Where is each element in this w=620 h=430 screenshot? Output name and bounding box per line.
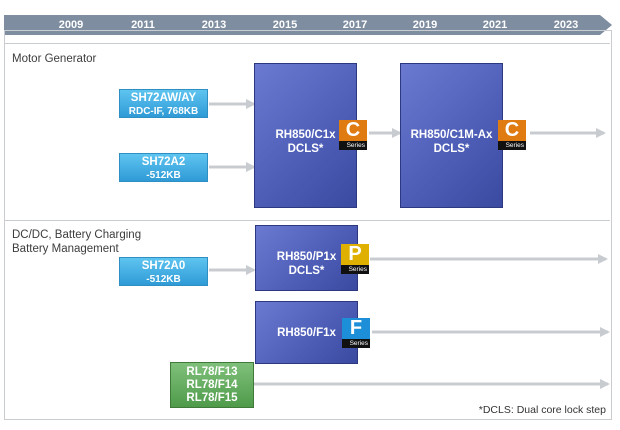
p-series-badge: P Series xyxy=(341,244,369,274)
c-series-badge: C Series xyxy=(498,120,526,150)
chip-name: SH72AW/AY xyxy=(130,92,197,104)
chip-sh72aw-ay: SH72AW/AY RDC-IF, 768KB xyxy=(119,89,208,118)
chip-rh850-c1m-ax: RH850/C1M-Ax DCLS* xyxy=(400,63,503,208)
section-label-line: DC/DC, Battery Charging xyxy=(12,229,142,241)
year-label: 2015 xyxy=(272,19,298,31)
chip-spec: DCLS* xyxy=(288,265,325,277)
badge-series-label: Series xyxy=(341,265,369,274)
c-series-badge: C Series xyxy=(339,120,367,150)
chip-spec: DCLS* xyxy=(287,143,324,155)
chip-sh72a0: SH72A0 -512KB xyxy=(119,257,208,286)
badge-series-label: Series xyxy=(342,339,370,348)
c-series-icon xyxy=(339,120,367,141)
year-label: 2009 xyxy=(58,19,84,31)
year-label: 2021 xyxy=(482,19,508,31)
badge-letter: P xyxy=(348,243,362,265)
year-label: 2017 xyxy=(342,19,368,31)
chip-rh850-p1x: RH850/P1x DCLS* xyxy=(255,225,358,291)
section-label-dcdc: DC/DC, Battery Charging Battery Manageme… xyxy=(12,228,141,256)
footnote: *DCLS: Dual core lock step xyxy=(478,404,606,416)
chip-spec: -512KB xyxy=(146,274,181,285)
chip-spec: RDC-IF, 768KB xyxy=(128,106,199,117)
badge-letter: F xyxy=(349,317,363,339)
section-label-line: Battery Management xyxy=(12,243,119,255)
p-series-icon xyxy=(341,244,369,265)
chip-name: RH850/C1x xyxy=(275,129,336,141)
f-series-icon xyxy=(342,318,370,339)
chip-name: RH850/C1M-Ax xyxy=(410,129,493,141)
year-label: 2019 xyxy=(412,19,438,31)
chip-name: RL78/F15 xyxy=(186,392,238,404)
chip-name: SH72A0 xyxy=(141,260,186,272)
chip-name: RH850/P1x xyxy=(276,251,337,263)
year-label: 2013 xyxy=(201,19,227,31)
badge-series-label: Series xyxy=(339,141,367,150)
diagram-frame xyxy=(4,30,612,420)
chip-sh72a2: SH72A2 -512KB xyxy=(119,153,208,182)
year-label: 2011 xyxy=(131,19,155,31)
header-divider xyxy=(4,43,610,44)
f-series-badge: F Series xyxy=(342,318,370,348)
badge-letter: C xyxy=(504,119,520,141)
chip-name: SH72A2 xyxy=(141,156,186,168)
c-series-icon xyxy=(498,120,526,141)
chip-spec: DCLS* xyxy=(433,143,470,155)
chip-rl78-family: RL78/F13 RL78/F14 RL78/F15 xyxy=(170,362,254,408)
chip-name: RL78/F13 xyxy=(186,366,238,378)
chip-spec: -512KB xyxy=(146,170,181,181)
section-divider xyxy=(4,220,610,221)
chip-name: RH850/F1x xyxy=(277,327,336,339)
year-label: 2023 xyxy=(553,19,579,31)
badge-letter: C xyxy=(345,119,361,141)
chip-name: RL78/F14 xyxy=(186,379,238,391)
chip-rh850-f1x: RH850/F1x xyxy=(255,301,358,364)
section-label-motor-generator: Motor Generator xyxy=(12,53,97,65)
badge-series-label: Series xyxy=(498,141,526,150)
